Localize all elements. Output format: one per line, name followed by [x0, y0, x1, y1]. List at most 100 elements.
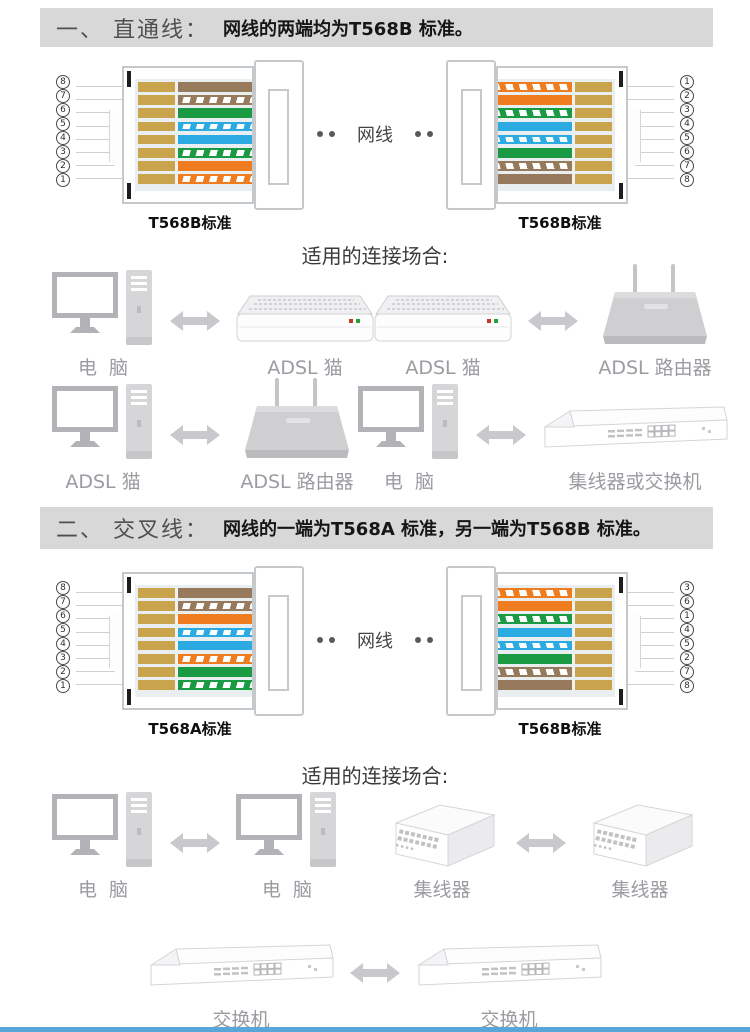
rackswitch-icon-box	[148, 924, 334, 1000]
wire-lead	[498, 174, 572, 184]
wire-lead	[178, 148, 252, 158]
wire-lead	[178, 588, 252, 598]
cable-dot	[329, 131, 335, 137]
device-pair: 集线器 集线器	[384, 794, 698, 902]
pin-number: 6	[680, 595, 694, 609]
device-computer: 电 脑	[52, 792, 154, 902]
device-pair: 电 脑 ADSL 猫	[52, 270, 374, 380]
gold-contact	[138, 667, 178, 677]
device-pair: ADSL 猫 ADSL 路由器	[374, 264, 716, 380]
pin-number: 1	[56, 679, 70, 693]
pin-wire-line	[76, 138, 122, 140]
wire-lead	[498, 588, 572, 598]
gold-contact	[138, 95, 178, 105]
section1-device-row-2: ADSL 猫 ADSL 路由器 电 脑	[0, 378, 750, 494]
pin-wire-line	[76, 631, 122, 633]
gold-contact	[138, 148, 178, 158]
wire-brown	[498, 680, 612, 690]
wire-lead	[498, 108, 572, 118]
hub-icon	[592, 804, 694, 867]
double-arrow-icon	[476, 425, 526, 445]
plug-mark	[127, 689, 131, 705]
connection-arrow	[528, 308, 578, 338]
cable-label: 网线	[357, 631, 393, 652]
double-arrow-icon	[170, 425, 220, 445]
adsl-modem-icon	[374, 295, 512, 342]
section2-device-row-1: 电 脑 电 脑 集线器	[0, 792, 750, 902]
modem-icon-box	[236, 272, 374, 348]
rackswitch-icon-box	[542, 386, 728, 462]
computer-icon	[358, 384, 458, 459]
plug-mark	[127, 71, 131, 87]
pin-wire-line	[76, 125, 122, 127]
pin-number: 2	[680, 651, 694, 665]
computer-icon-box	[52, 270, 154, 348]
gold-contact	[572, 667, 612, 677]
wire-lead	[178, 627, 252, 638]
device-computer: ADSL 猫	[52, 384, 154, 494]
gold-contact	[572, 174, 612, 184]
wire-lead	[498, 627, 572, 638]
device-label: 集线器	[413, 879, 471, 901]
section1-usage-title: 适用的连接场合:	[301, 244, 449, 268]
device-label: 电 脑	[77, 879, 129, 901]
hub-icon-box	[582, 794, 698, 870]
cable-boot	[446, 566, 496, 716]
device-router: ADSL 路由器	[236, 378, 358, 494]
plug-mark	[619, 689, 623, 705]
wire-lead	[178, 640, 252, 651]
wire-orange-white	[498, 588, 612, 598]
device-label: 电 脑	[261, 879, 313, 901]
section1-device-row-1: 电 脑 ADSL 猫 ADSL 猫 ADSL 路由器	[0, 264, 750, 380]
device-label: ADSL 猫	[65, 471, 141, 493]
rack-switch-icon	[149, 944, 334, 986]
pin-wire-line	[76, 618, 122, 620]
wire-brown-white	[138, 95, 252, 105]
gold-contact	[138, 588, 178, 598]
device-computer: 电 脑	[236, 792, 338, 902]
plug-mark	[127, 183, 131, 199]
gold-contact	[138, 680, 178, 690]
wire-brown	[498, 174, 612, 184]
double-arrow-icon	[350, 963, 400, 983]
adsl-modem-icon	[236, 295, 374, 342]
pin-wire-line	[76, 592, 122, 593]
pin-wire-line	[76, 178, 122, 180]
wire-lead	[498, 614, 572, 624]
gold-contact	[572, 121, 612, 132]
wire-brown-white	[498, 161, 612, 171]
wire-blue-white	[498, 640, 612, 651]
double-arrow-icon	[516, 833, 566, 853]
wire-lead	[498, 95, 572, 105]
cable-dot	[427, 637, 433, 643]
wire-lead	[498, 148, 572, 158]
pin-wire-line	[628, 178, 674, 180]
pin-wire-line	[628, 605, 674, 607]
wire-lead	[178, 667, 252, 677]
pin-number: 3	[56, 651, 70, 665]
wire-brown-white	[498, 667, 612, 677]
pin-wire-line	[76, 671, 122, 673]
wire-green	[498, 654, 612, 664]
cable-boot	[254, 566, 304, 716]
pin-number: 6	[56, 609, 70, 623]
rackswitch-icon-box	[416, 924, 602, 1000]
router-icon-box	[236, 378, 358, 462]
wire-brown	[138, 82, 252, 92]
router-icon-box	[594, 264, 716, 348]
pin-wire-line	[76, 165, 122, 167]
gold-contact	[138, 108, 178, 118]
wire-lead	[498, 161, 572, 171]
section1-description: 网线的两端均为T568B 标准。	[223, 18, 473, 40]
wire-lead	[498, 121, 572, 132]
connection-arrow	[170, 830, 220, 860]
wire-blue-white	[138, 121, 252, 132]
double-arrow-icon	[528, 311, 578, 331]
wire-brown	[138, 588, 252, 598]
gold-contact	[138, 121, 178, 132]
